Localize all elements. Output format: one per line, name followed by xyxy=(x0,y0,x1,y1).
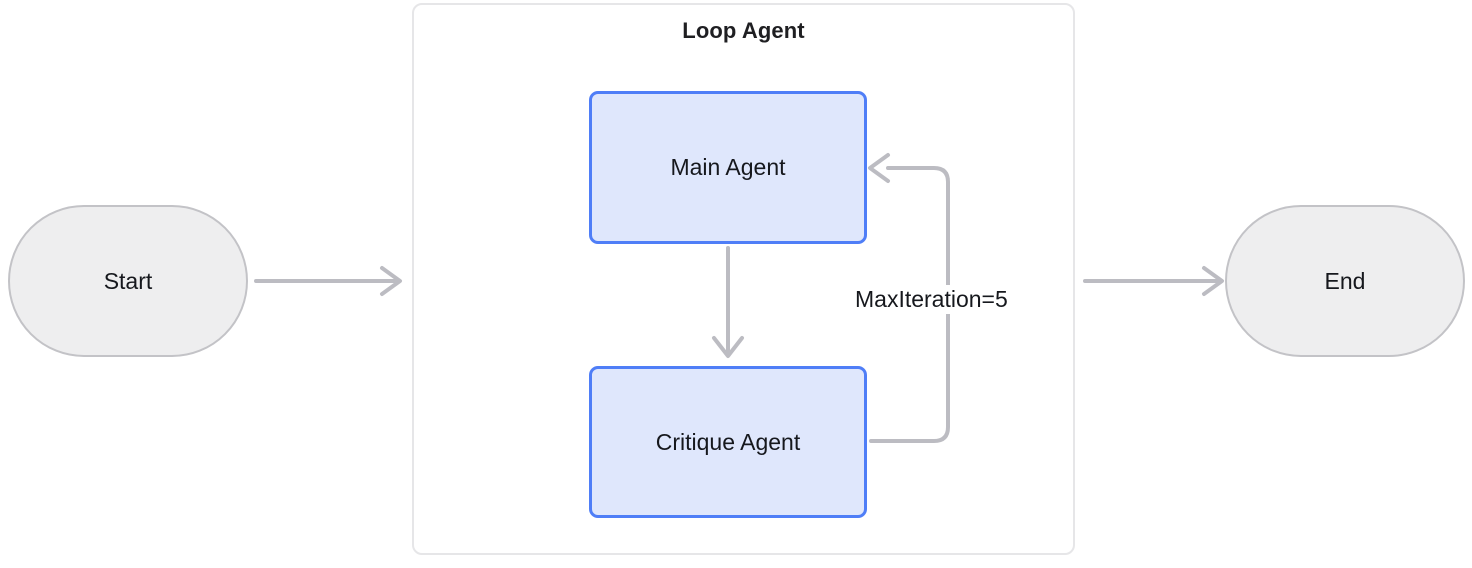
loop-agent-group-title: Loop Agent xyxy=(682,18,805,43)
edge-label-max-iteration: MaxIteration=5 xyxy=(851,285,1012,314)
node-start[interactable]: Start xyxy=(8,205,248,357)
node-main-agent[interactable]: Main Agent xyxy=(589,91,867,244)
node-start-label: Start xyxy=(103,267,153,294)
edge-loop-to-end xyxy=(1083,266,1224,296)
edge-main-to-critique xyxy=(712,246,744,358)
node-critique-agent-label: Critique Agent xyxy=(655,428,801,455)
edge-start-to-loop xyxy=(254,266,402,296)
node-critique-agent[interactable]: Critique Agent xyxy=(589,366,867,518)
node-main-agent-label: Main Agent xyxy=(670,154,786,180)
node-end-label: End xyxy=(1324,267,1366,294)
node-end[interactable]: End xyxy=(1225,205,1465,357)
